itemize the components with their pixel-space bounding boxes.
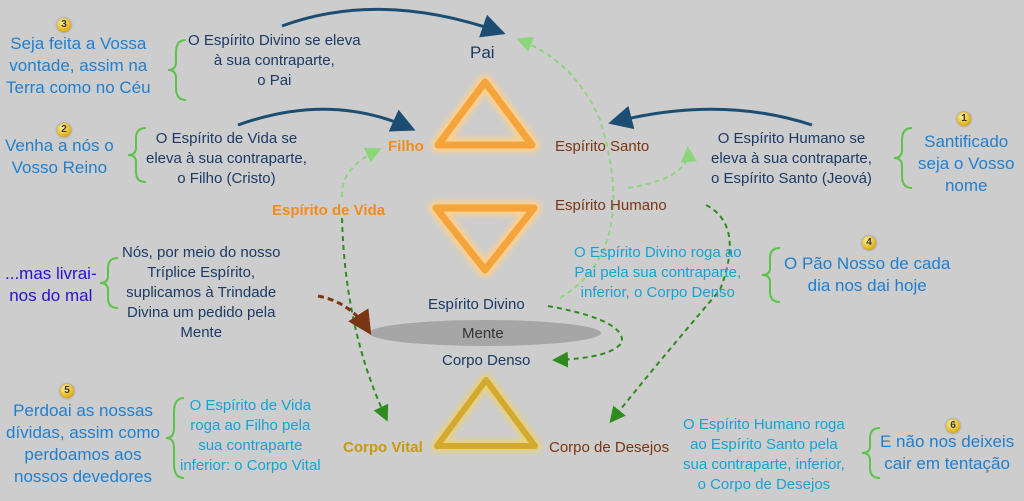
node-espirito-de-vida: Espírito de Vida [272,202,386,219]
note-3: O Espírito Divino se eleva à sua contrap… [188,31,361,91]
bracket-mal [99,257,119,309]
note-supplication-line: suplicamos à Trindade [126,284,277,301]
note-2: O Espírito de Vida se eleva à sua contra… [146,129,307,189]
badge-1: 1 [957,112,971,126]
prayer-1-line: seja o Vosso [918,154,1015,173]
prayer-6: E não nos deixeis cair em tentação [880,431,1014,475]
node-corpo-de-desejos: Corpo de Desejos [549,439,670,456]
arrow-supplication-to-mente [317,294,372,336]
node-filho: Filho [388,138,424,155]
note-center-line: inferior, o Corpo Denso [580,284,735,301]
node-mente: Mente [462,325,504,342]
bracket-p4 [761,247,781,303]
prayer-5-line: perdoamos aos [24,445,142,464]
note-3-line: O Espírito Divino se eleva [188,32,361,49]
note-supplication-line: Divina um pedido pela [126,304,276,321]
prayer-livrai-line: nos do mal [9,286,93,305]
node-corpo-denso: Corpo Denso [442,352,531,369]
note-center: O Espírito Divino roga ao Pai pela sua c… [574,243,742,303]
prayer-3: Seja feita a Vossa vontade, assim na Ter… [6,33,151,99]
arrow-divino-down-to-denso [547,305,624,368]
prayer-4-line: dia nos dai hoje [807,276,927,295]
note-supplication-line: Tríplice Espírito, [147,264,256,281]
note-5-line: O Espírito de Vida [189,397,312,414]
prayer-1-line: Santificado [924,132,1009,151]
node-espirito-santo: Espírito Santo [555,138,650,155]
note-5-line: sua contraparte [198,437,303,454]
badge-6: 6 [946,419,960,433]
note-supplication-line: Mente [180,324,223,341]
mente-ellipse [369,320,601,346]
prayer-livrai: ...mas livrai- nos do mal [5,263,97,307]
middle-triangle [429,201,541,277]
note-2-line: o Filho (Cristo) [177,170,276,187]
prayer-3-line: Terra como no Céu [6,78,151,97]
arrow-vida-to-filho [237,107,416,132]
arrow-divino-up-to-pai [516,37,615,299]
note-supplication-line: Nós, por meio do nosso [122,244,281,261]
lower-triangle [431,374,541,452]
prayer-5-line: Perdoai as nossas [13,401,153,420]
note-2-line: O Espírito de Vida se [155,130,298,147]
note-1: O Espírito Humano se eleva à sua contrap… [711,129,872,189]
prayer-4-line: O Pão Nosso de cada [784,254,951,273]
note-center-line: O Espírito Divino roga ao [574,244,742,261]
prayer-6-line: E não nos deixeis [880,432,1015,451]
arrow-vida-up-to-filho [340,147,382,198]
prayer-1-line: nome [944,176,988,195]
badge-2: 2 [57,123,71,137]
note-2-line: eleva à sua contraparte, [146,150,307,167]
arrow-humano-to-santo [608,105,813,130]
bracket-p6 [861,427,881,479]
note-6-line: o Corpo de Desejos [697,476,831,493]
note-6-line: sua contraparte, inferior, [683,456,845,473]
bracket-p2 [127,127,147,183]
prayer-3-line: vontade, assim na [9,56,148,75]
note-supplication: Nós, por meio do nosso Tríplice Espírito… [122,243,280,343]
note-1-line: o Espírito Santo (Jeová) [711,170,872,187]
arrow-divino-to-pai [281,7,506,38]
prayer-3-line: Seja feita a Vossa [10,34,147,53]
node-corpo-vital: Corpo Vital [343,439,423,456]
prayer-2-line: Vosso Reino [11,158,108,177]
badge-5: 5 [60,384,74,398]
prayer-5-line: nossos devedores [14,467,152,486]
note-1-line: eleva à sua contraparte, [711,150,872,167]
prayer-6-line: cair em tentação [884,454,1010,473]
bracket-p3 [167,39,187,101]
arrow-vida-down-to-corpo-vital [341,217,389,422]
note-center-line: Pai pela sua contraparte, [574,264,742,281]
bracket-p5 [165,397,185,479]
prayer-5: Perdoai as nossas dívidas, assim como pe… [6,400,160,488]
arrow-humano-down-to-desejos [609,204,731,424]
note-3-line: o Pai [257,72,292,89]
prayer-4: O Pão Nosso de cada dia nos dai hoje [784,253,950,297]
bracket-p1 [893,127,913,189]
note-5-line: inferior: o Corpo Vital [180,457,321,474]
note-6-line: ao Espírito Santo pela [690,436,838,453]
note-1-line: O Espírito Humano se [717,130,866,147]
node-espirito-divino: Espírito Divino [428,296,525,313]
prayer-1: Santificado seja o Vosso nome [918,131,1014,197]
prayer-5-line: dívidas, assim como [6,423,160,442]
note-5-line: roga ao Filho pela [190,417,311,434]
note-6: O Espírito Humano roga ao Espírito Santo… [683,415,845,495]
note-5: O Espírito de Vida roga ao Filho pela su… [180,396,321,476]
node-espirito-humano: Espírito Humano [555,197,667,214]
note-3-line: à sua contraparte, [213,52,335,69]
prayer-livrai-line: ...mas livrai- [5,264,97,283]
prayer-2-line: Venha a nós o [5,136,114,155]
note-6-line: O Espírito Humano roga [683,416,845,433]
badge-4: 4 [862,236,876,250]
arrow-humano-up-to-santo [627,146,697,189]
upper-triangle [431,75,539,152]
prayer-2: Venha a nós o Vosso Reino [5,135,114,179]
node-pai: Pai [470,43,495,62]
badge-3: 3 [57,18,71,32]
